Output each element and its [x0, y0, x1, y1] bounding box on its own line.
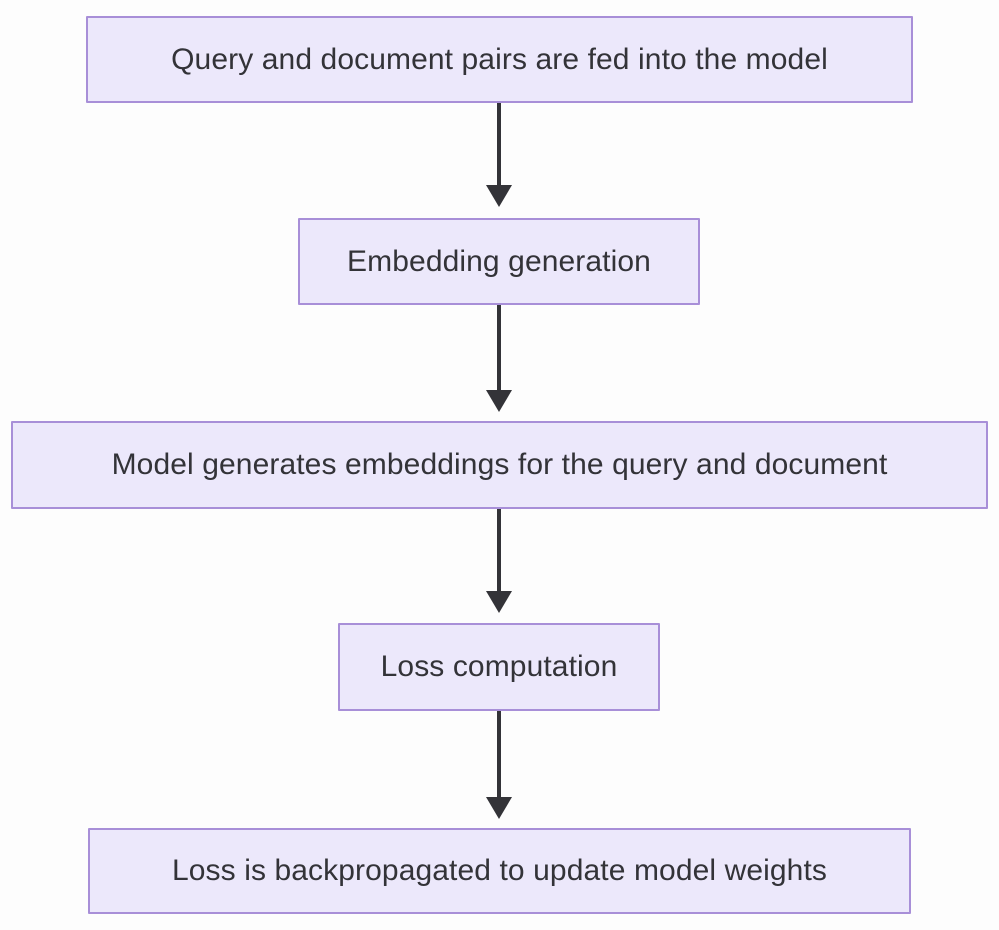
flow-node-label: Query and document pairs are fed into th… — [171, 42, 828, 76]
flow-node-label: Loss computation — [380, 650, 618, 683]
flow-node-model-generates-embeddings[interactable]: Model generates embeddings for the query… — [11, 421, 988, 509]
flow-node-label: Embedding generation — [347, 244, 651, 278]
flow-node-label: Model generates embeddings for the query… — [111, 448, 888, 481]
flow-node-loss-computation[interactable]: Loss computation — [338, 623, 660, 711]
edge-n4-to-n5 — [486, 711, 512, 819]
flow-node-embedding-generation[interactable]: Embedding generation — [298, 218, 700, 305]
arrowhead-icon — [486, 185, 512, 207]
flow-node-label: Loss is backpropagated to update model w… — [171, 854, 828, 887]
arrowhead-icon — [486, 591, 512, 613]
edge-n1-to-n2 — [486, 103, 512, 207]
arrowhead-icon — [486, 797, 512, 819]
edge-n2-to-n3 — [486, 305, 512, 412]
flow-node-loss-backpropagated[interactable]: Loss is backpropagated to update model w… — [88, 828, 911, 914]
edge-n3-to-n4 — [486, 509, 512, 613]
arrowhead-icon — [486, 390, 512, 412]
flow-node-query-document-pairs[interactable]: Query and document pairs are fed into th… — [86, 16, 913, 103]
